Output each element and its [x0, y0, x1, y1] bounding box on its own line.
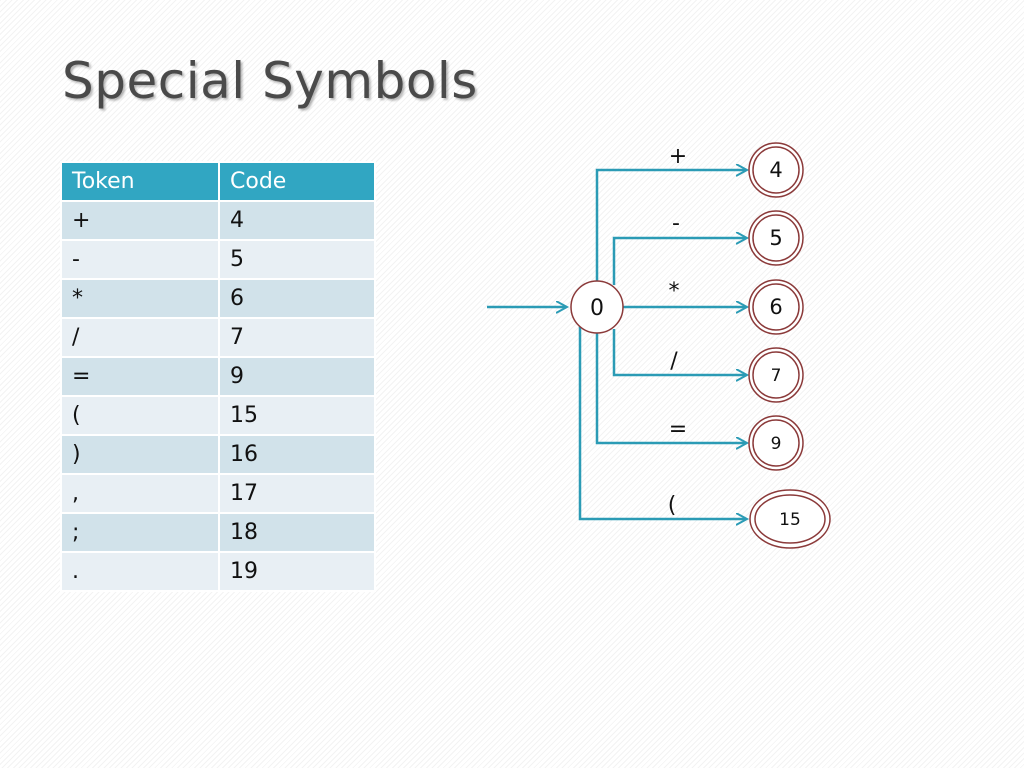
state-node-4: 4	[748, 142, 804, 198]
edge-minus	[612, 238, 746, 285]
token-cell: )	[60, 434, 220, 475]
table-row: + 4	[60, 200, 376, 241]
edge-label-slash: /	[670, 349, 678, 374]
table-header-row: Token Code	[60, 161, 376, 202]
header-code: Code	[218, 161, 376, 202]
header-token: Token	[60, 161, 220, 202]
state-node-0: 0	[570, 280, 624, 334]
code-cell: 15	[218, 395, 376, 436]
table-row: / 7	[60, 317, 376, 358]
edge-label-plus: +	[669, 144, 687, 169]
token-cell: -	[60, 239, 220, 280]
token-cell: ,	[60, 473, 220, 514]
token-cell: /	[60, 317, 220, 358]
code-cell: 19	[218, 551, 376, 592]
state-node-7: 7	[748, 347, 804, 403]
token-cell: ;	[60, 512, 220, 553]
code-cell: 17	[218, 473, 376, 514]
token-code-table: Token Code + 4 - 5 * 6 / 7 = 9 ( 15 )	[60, 161, 376, 592]
slide-title: Special Symbols	[62, 52, 478, 110]
edge-label-minus: -	[672, 211, 680, 236]
edge-plus	[595, 170, 746, 281]
edge-label-lparen: (	[668, 493, 677, 518]
table-row: * 6	[60, 278, 376, 319]
state-node-15: 15	[749, 489, 831, 549]
edge-label-star: *	[669, 279, 680, 304]
state-label-15: 15	[779, 510, 801, 530]
state-label-9: 9	[771, 434, 782, 454]
edge-label-equals: =	[669, 417, 687, 442]
table-row: ) 16	[60, 434, 376, 475]
state-node-5: 5	[748, 210, 804, 266]
code-cell: 18	[218, 512, 376, 553]
code-cell: 4	[218, 200, 376, 241]
token-cell: =	[60, 356, 220, 397]
token-cell: .	[60, 551, 220, 592]
token-cell: +	[60, 200, 220, 241]
table-row: ( 15	[60, 395, 376, 436]
table-row: = 9	[60, 356, 376, 397]
code-cell: 6	[218, 278, 376, 319]
token-cell: *	[60, 278, 220, 319]
state-node-9: 9	[748, 415, 804, 471]
code-cell: 16	[218, 434, 376, 475]
edge-lparen	[578, 322, 746, 519]
code-cell: 5	[218, 239, 376, 280]
table-row: , 17	[60, 473, 376, 514]
table-row: - 5	[60, 239, 376, 280]
code-cell: 7	[218, 317, 376, 358]
state-node-6: 6	[748, 279, 804, 335]
state-label-4: 4	[769, 158, 782, 182]
edge-equals	[595, 333, 746, 443]
code-cell: 9	[218, 356, 376, 397]
table-row: . 19	[60, 551, 376, 592]
state-label-7: 7	[771, 366, 782, 386]
edge-slash	[612, 329, 746, 375]
token-cell: (	[60, 395, 220, 436]
state-label-5: 5	[769, 226, 782, 250]
state-label-6: 6	[769, 295, 782, 319]
state-label-0: 0	[590, 296, 604, 321]
table-row: ; 18	[60, 512, 376, 553]
